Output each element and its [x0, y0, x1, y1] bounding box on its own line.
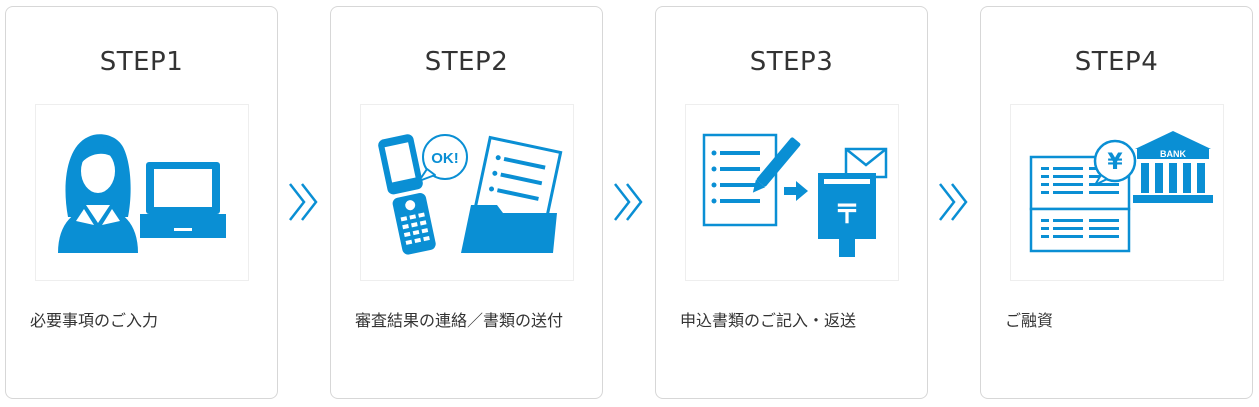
- step-image-frame: ¥ BANK: [1010, 104, 1224, 281]
- yen-symbol: ¥: [1107, 150, 1123, 175]
- step-title: STEP3: [749, 47, 834, 77]
- step-description: ご融資: [1005, 311, 1054, 330]
- form-mail-postbox-icon: 〒: [702, 133, 888, 257]
- double-chevron-right-icon: [614, 183, 643, 221]
- step-title: STEP4: [1074, 47, 1159, 77]
- step-image-frame: OK!: [360, 104, 574, 281]
- person-laptop-icon: [58, 134, 226, 253]
- step-title: STEP1: [99, 47, 184, 77]
- bank-money-icon: ¥ BANK: [1029, 131, 1213, 253]
- step-card-2: STEP2 OK!: [330, 6, 603, 399]
- step-card-1: STEP1 必要事項のご入力: [5, 6, 278, 399]
- step-card-4: STEP4 ¥ BANK: [980, 6, 1253, 399]
- step-title: STEP2: [424, 47, 509, 77]
- bank-text: BANK: [1160, 149, 1186, 159]
- step-description: 審査結果の連絡／書類の送付: [355, 311, 564, 330]
- step-image-frame: [35, 104, 249, 281]
- phone-documents-icon: OK!: [378, 134, 563, 255]
- double-chevron-right-icon: [289, 183, 318, 221]
- step-description: 申込書類のご記入・返送: [680, 311, 857, 330]
- step-card-3: STEP3 〒: [655, 6, 928, 399]
- step-description: 必要事項のご入力: [30, 311, 159, 330]
- postal-mark: 〒: [834, 200, 860, 230]
- ok-bubble-text: OK!: [431, 150, 459, 167]
- step-image-frame: 〒: [685, 104, 899, 281]
- double-chevron-right-icon: [939, 183, 968, 221]
